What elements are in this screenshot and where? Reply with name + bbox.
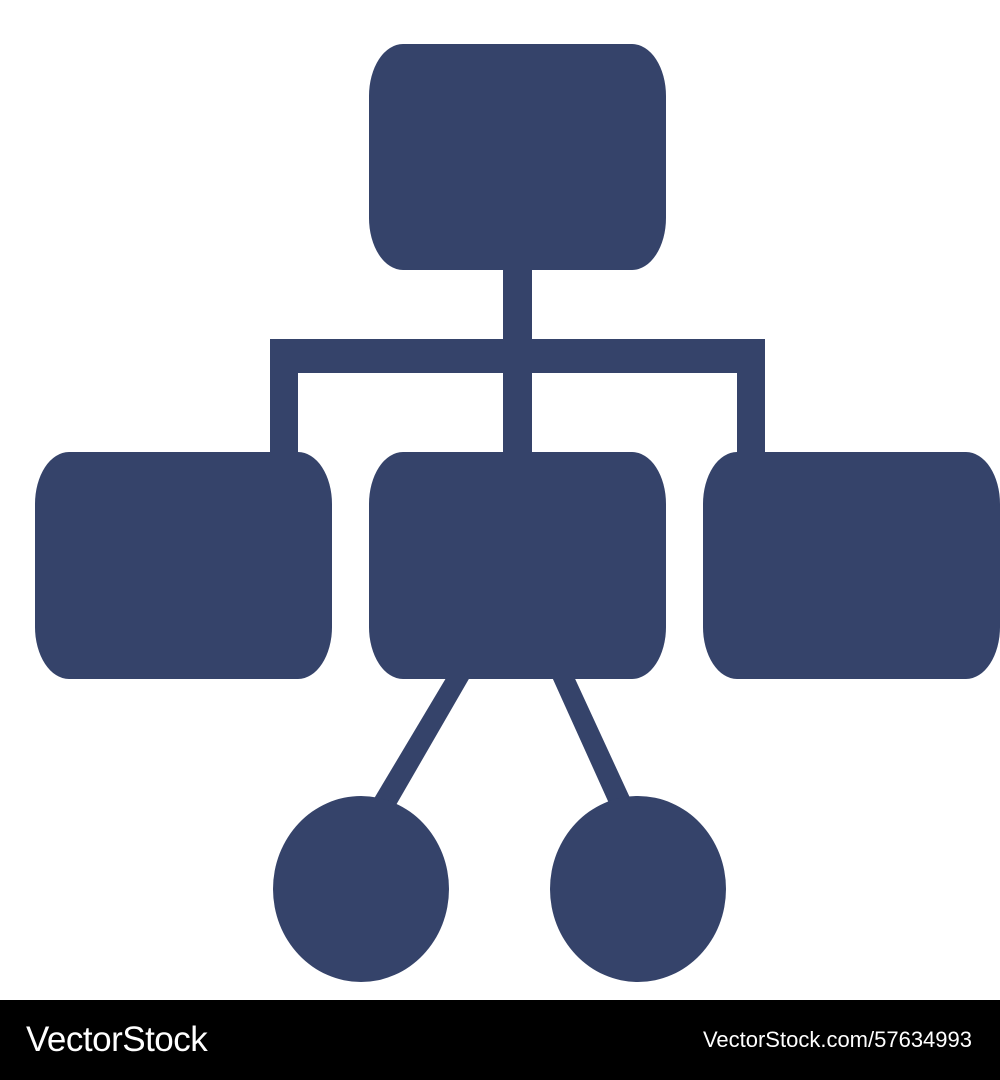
stock-image-id: VectorStock.com/57634993 [702, 1027, 972, 1052]
horizontal-branch-connector [270, 339, 765, 373]
right-leaf-node [550, 796, 726, 982]
left-child-node [35, 452, 332, 679]
right-branch-drop [737, 339, 765, 456]
hierarchy-diagram [35, 44, 1000, 982]
stock-footer-bar: VectorStock VectorStock.com/57634993 [0, 1000, 1000, 1080]
left-leaf-node [273, 796, 449, 982]
right-child-node [703, 452, 1000, 679]
left-branch-drop [270, 339, 298, 456]
root-node [369, 44, 666, 270]
left-leaf-connector [372, 668, 470, 812]
right-leaf-connector [552, 670, 631, 810]
vectorstock-brand: VectorStock [26, 1020, 208, 1059]
middle-child-node [369, 452, 666, 679]
